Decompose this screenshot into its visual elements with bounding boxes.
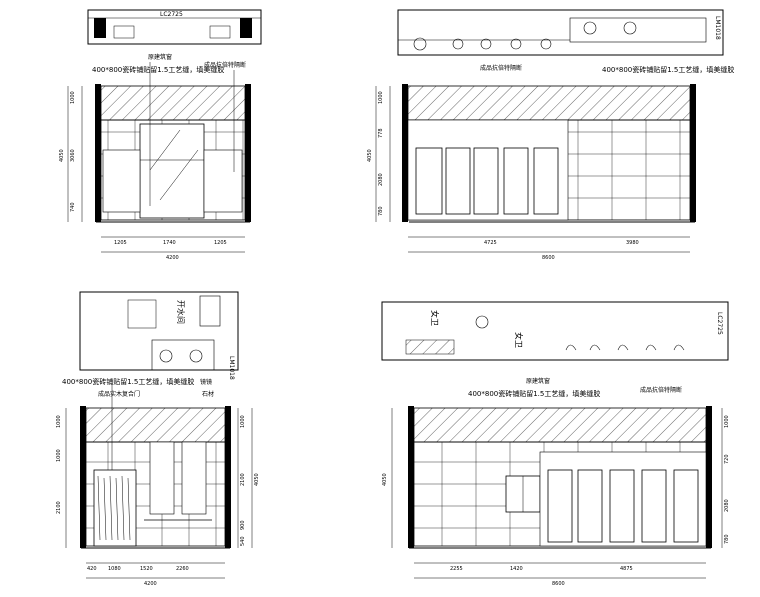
hdim-1: 420	[87, 566, 97, 572]
note-tile: 400*800瓷砖铺贴留1.5工艺缝，填美缝胶	[602, 65, 734, 74]
elevation-bottom-left: 开水间 LM1018 400*800瓷砖铺贴留1.5工艺缝，填美缝胶 成品实木复…	[56, 291, 260, 587]
plan-text: 开水间	[176, 300, 186, 324]
partitions	[547, 469, 699, 543]
note-tile: 400*800瓷砖铺贴留1.5工艺缝，填美缝胶	[62, 377, 194, 386]
vdim-1: 1000	[724, 415, 730, 428]
vdim-4: 780	[378, 206, 384, 216]
plan-strip: 开水间 LM1018	[79, 291, 239, 380]
note-partition: 成品抗倍特隔断	[640, 386, 682, 394]
note-tile: 400*800瓷砖铺贴留1.5工艺缝，填美缝胶	[92, 65, 224, 74]
plan-code: LC2725	[716, 312, 723, 335]
hdim-2: 1420	[510, 566, 523, 572]
hdim-2: 1740	[163, 240, 176, 246]
vdim-2: 720	[724, 454, 730, 464]
plan-strip: 女卫 女卫 LC2725	[381, 301, 729, 361]
vdim-right-4: 540	[240, 536, 246, 546]
elevation-bottom-right: 女卫 女卫 LC2725 原建筑窗 400*800瓷砖铺贴留1.5工艺缝，填美缝…	[381, 301, 730, 587]
hdim-total: 8600	[552, 581, 565, 587]
vdim-right-1: 1000	[240, 415, 246, 428]
vdim-2: 778	[378, 128, 384, 138]
vdim-total: 4050	[254, 473, 260, 486]
hdim-3: 4875	[620, 566, 633, 572]
hdim-total: 4200	[144, 581, 157, 587]
plan-strip: LM1018	[397, 9, 724, 56]
note-partition: 成品抗倍特隔断	[204, 61, 246, 69]
note-window: 原建筑窗	[148, 53, 172, 61]
vdim-3: 740	[70, 202, 76, 212]
note-window: 原建筑窗	[526, 377, 550, 385]
vdim-total: 4050	[382, 473, 388, 486]
hdim-4: 2260	[176, 566, 189, 572]
note-partition: 成品抗倍特隔断	[480, 64, 522, 72]
vdim-left-2: 1000	[56, 449, 62, 462]
hdim-total: 4200	[166, 255, 179, 261]
hdim-total: 8600	[542, 255, 555, 261]
plan-strip: LC2725	[87, 9, 262, 45]
plan-text-2: 女卫	[514, 332, 524, 348]
hdim-2: 3980	[626, 240, 639, 246]
plan-code: LC2725	[160, 11, 183, 18]
hdim-3: 1205	[214, 240, 227, 246]
note-mirror: 镜镜	[200, 378, 212, 386]
hdim-2: 1080	[108, 566, 121, 572]
vdim-left-3: 2100	[56, 501, 62, 514]
vdim-1: 1000	[378, 91, 384, 104]
vdim-right-2: 2100	[240, 473, 246, 486]
vdim-right-3: 900	[240, 520, 246, 530]
vdim-3: 2080	[378, 173, 384, 186]
elevation-top-right: LM1018 成品抗倍特隔断 400*800瓷砖铺贴留1.5工艺缝，填美缝胶 1…	[367, 9, 734, 261]
hdim-1: 4725	[484, 240, 497, 246]
partitions	[415, 147, 559, 215]
vdim-1: 1000	[70, 91, 76, 104]
vdim-4: 780	[724, 534, 730, 544]
vdim-left-1: 1000	[56, 415, 62, 428]
vdim-2: 3060	[70, 149, 76, 162]
note-door: 成品实木复合门	[98, 390, 140, 398]
hdim-3: 1520	[140, 566, 153, 572]
vdim-total: 4050	[59, 149, 65, 162]
hdim-1: 2255	[450, 566, 463, 572]
plan-text-1: 女卫	[430, 310, 440, 326]
plan-code: LM1018	[228, 356, 235, 380]
note-tile: 400*800瓷砖铺贴留1.5工艺缝，填美缝胶	[468, 389, 600, 398]
vdim-3: 2080	[724, 499, 730, 512]
plan-code: LM1018	[714, 16, 721, 40]
hdim-1: 1205	[114, 240, 127, 246]
vdim-total: 4050	[367, 149, 373, 162]
elevation-top-left: LC2725 原建筑窗 400*800瓷砖铺贴留1.5工艺缝，填美缝胶 成品抗倍…	[59, 9, 262, 261]
note-stone: 石材	[202, 390, 214, 398]
